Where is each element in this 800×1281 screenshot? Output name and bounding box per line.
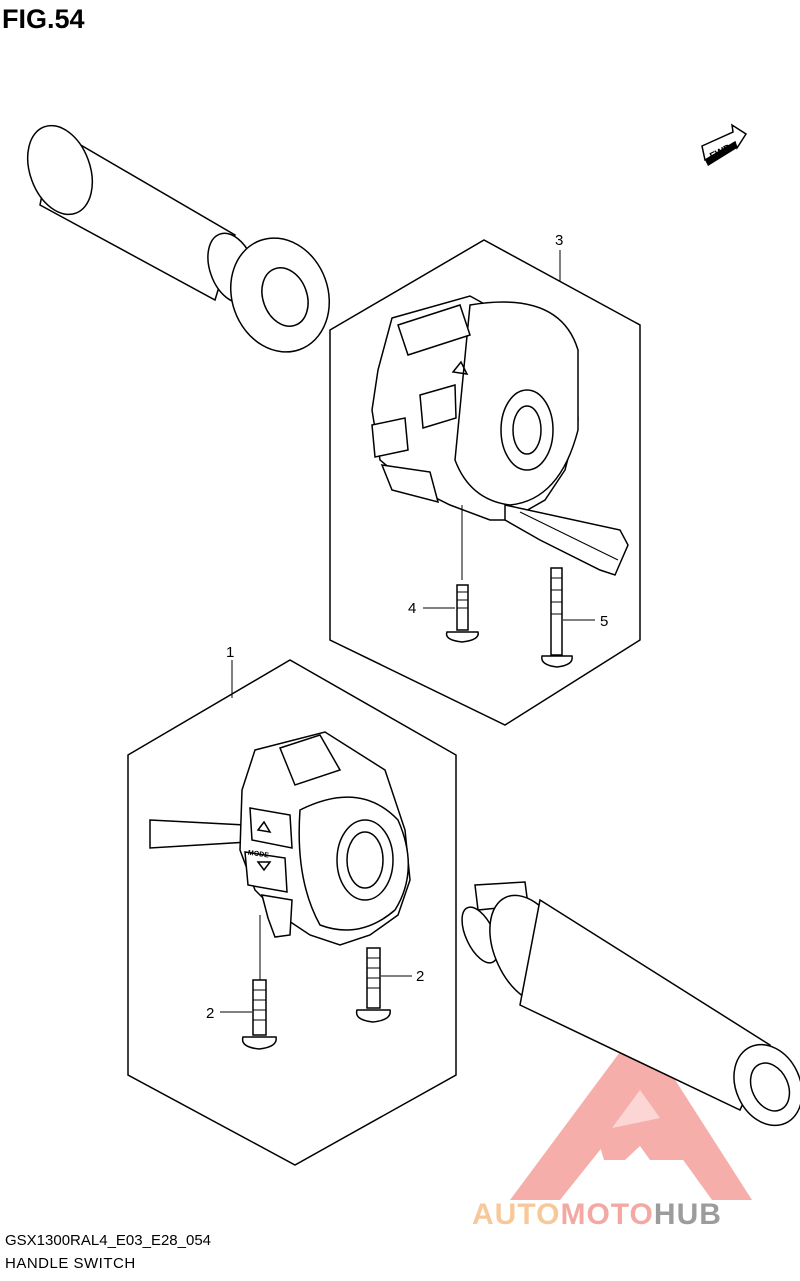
callout-2a: 2 bbox=[206, 1005, 214, 1022]
figure-title: FIG.54 bbox=[2, 4, 85, 34]
callout-4: 4 bbox=[408, 600, 416, 617]
watermark-moto: MOTO bbox=[560, 1198, 654, 1231]
watermark-text: AUTOMOTOHUB bbox=[472, 1198, 722, 1232]
screw-4 bbox=[445, 584, 479, 643]
watermark-hub: HUB bbox=[653, 1198, 722, 1231]
screw-2-left bbox=[241, 979, 277, 1050]
callout-5: 5 bbox=[600, 613, 608, 630]
left-grip bbox=[26, 124, 331, 353]
watermark-auto: AUTO bbox=[472, 1198, 561, 1231]
mode-marking: MODE bbox=[247, 850, 269, 860]
fwd-arrow: FWD bbox=[701, 123, 748, 166]
assembly-frame-3 bbox=[329, 239, 641, 726]
screw-2-right bbox=[355, 947, 391, 1023]
watermark-logo bbox=[510, 1025, 752, 1200]
assembly-frame-1 bbox=[127, 659, 457, 1166]
screw-5 bbox=[541, 567, 573, 668]
throttle-grip bbox=[461, 881, 800, 1127]
left-handle-switch bbox=[149, 731, 411, 946]
callout-3: 3 bbox=[555, 232, 563, 249]
callout-2b: 2 bbox=[416, 968, 424, 985]
callout-1: 1 bbox=[226, 644, 234, 661]
model-code: GSX1300RAL4_E03_E28_054 bbox=[5, 1232, 212, 1249]
right-handle-switch bbox=[371, 295, 629, 576]
figure-name: HANDLE SWITCH bbox=[5, 1255, 136, 1272]
